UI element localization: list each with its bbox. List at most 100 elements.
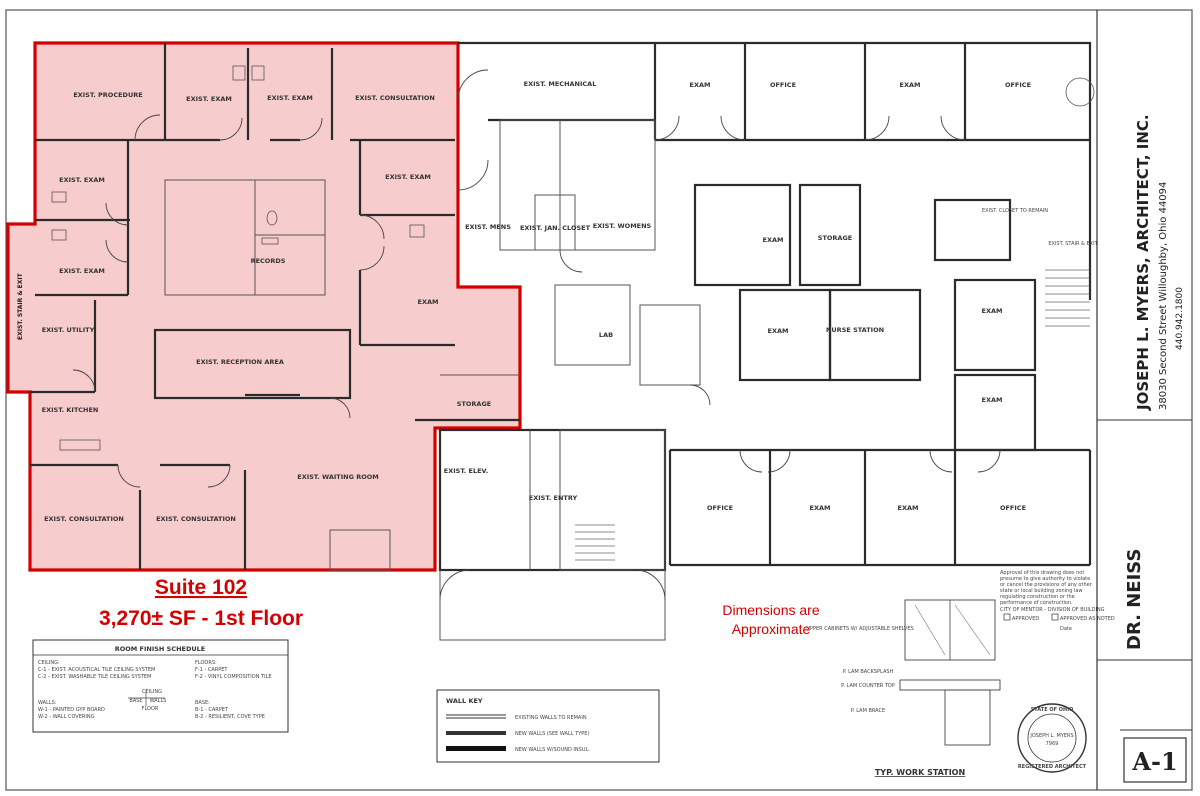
finish-key-ceiling: CEILING <box>142 689 162 695</box>
room-label-exam-a: EXIST. EXAM <box>186 95 232 103</box>
approval-date: Date <box>1060 626 1072 632</box>
finish-floors-head: FLOORS: <box>195 660 217 666</box>
finish-walls-1: W-1 - PAINTED GYP BOARD <box>38 707 105 713</box>
room-label-consultation-bl-1: EXIST. CONSULTATION <box>44 515 124 523</box>
room-label-mechanical: EXIST. MECHANICAL <box>524 80 597 88</box>
room-label-exam-c1: EXAM <box>763 236 784 244</box>
approval-line-1: Approval of this drawing does not <box>1000 570 1084 576</box>
workstation-detail: UPPER CABINETS W/ ADJUSTABLE SHELVES P. … <box>806 599 1001 777</box>
finish-ceiling-1: C-1 - EXIST. ACOUSTICAL TILE CEILING SYS… <box>38 667 155 673</box>
seal-top: STATE OF OHIO <box>1031 707 1074 713</box>
room-label-exam-right: EXIST. EXAM <box>385 173 431 181</box>
wall-key-insulated: NEW WALLS W/SOUND INSUL. <box>515 747 590 753</box>
room-label-office-top-2: OFFICE <box>1005 81 1031 89</box>
room-label-entry: EXIST. ENTRY <box>529 494 578 502</box>
seal-bottom: REGISTERED ARCHITECT <box>1018 764 1087 770</box>
room-label-exam-b1: EXAM <box>810 504 831 512</box>
room-label-exam-c2: EXAM <box>768 327 789 335</box>
room-label-lab: LAB <box>599 331 613 339</box>
room-label-mens: EXIST. MENS <box>465 223 511 231</box>
suite-highlight <box>6 41 522 572</box>
approval-line-2: presume to give authority to violate <box>1000 576 1090 582</box>
title-client: DR. NEISS <box>1124 549 1145 650</box>
finish-floors-1: F-1 - CARPET <box>195 667 228 673</box>
workstation-label-countertop: P. LAM COUNTER TOP <box>841 683 895 689</box>
room-label-reception: EXIST. RECEPTION AREA <box>196 358 284 366</box>
workstation-title: TYP. WORK STATION <box>875 768 965 777</box>
room-label-office-b1: OFFICE <box>707 504 733 512</box>
finish-walls-2: W-2 - WALL COVERING <box>38 714 95 720</box>
room-label-exam-left-1: EXIST. EXAM <box>59 176 105 184</box>
approval-line-3: or cancel the provisions of any other <box>1000 582 1093 588</box>
room-label-exam-b: EXIST. EXAM <box>267 94 313 102</box>
finish-base-1: B-1 - CARPET <box>195 707 229 713</box>
title-phone: 440.942.1800 <box>1175 287 1185 350</box>
architect-seal: STATE OF OHIO JOSEPH L. MYERS 7969 REGIS… <box>1017 703 1087 773</box>
title-sheet-number: A-1 <box>1131 747 1177 776</box>
suite-fixtures <box>51 65 425 451</box>
room-finish-schedule: ROOM FINISH SCHEDULE CEILING: C-1 - EXIS… <box>32 639 289 733</box>
room-label-exam-top-2: EXAM <box>900 81 921 89</box>
finish-key-base: BASE <box>129 698 142 704</box>
title-block: JOSEPH L. MYERS, ARCHITECT, INC. 38030 S… <box>1096 10 1192 790</box>
seal-name: JOSEPH L. MYERS <box>1029 733 1073 739</box>
finish-base-head: BASE: <box>195 700 210 706</box>
finish-ceiling-2: C-2 - EXIST. WASHABLE TILE CEILING SYSTE… <box>38 674 151 680</box>
room-label-records: RECORDS <box>251 257 286 265</box>
wall-key-title: WALL KEY <box>446 697 483 705</box>
workstation-label-backsplash: P. LAM BACKSPLASH <box>843 669 894 675</box>
room-label-nurse-station: NURSE STATION <box>826 326 884 334</box>
wall-key-new: NEW WALLS (SEE WALL TYPE) <box>515 731 589 737</box>
room-label-elev: EXIST. ELEV. <box>444 467 488 475</box>
suite-area: 3,270± SF - 1st Floor <box>99 607 303 630</box>
room-label-consultation-bl-2: EXIST. CONSULTATION <box>156 515 236 523</box>
room-label-jan-closet: EXIST. JAN. CLOSET <box>520 224 591 232</box>
title-firm: JOSEPH L. MYERS, ARCHITECT, INC. <box>1134 114 1152 411</box>
finish-walls-head: WALLS: <box>38 700 57 706</box>
drawing-border <box>5 9 1193 791</box>
wall-key-existing: EXISTING WALLS TO REMAIN <box>515 715 587 721</box>
room-label-kitchen: EXIST. KITCHEN <box>42 406 99 414</box>
finish-base-2: B-2 - RESILIENT, COVE TYPE <box>195 714 265 720</box>
workstation-label-brace: P. LAM BRACE <box>851 708 885 714</box>
suite-name: Suite 102 <box>155 576 247 599</box>
suite-doors <box>72 69 489 488</box>
building-walls <box>438 41 1095 641</box>
workstation-label-cabinets: UPPER CABINETS W/ ADJUSTABLE SHELVES <box>806 626 913 632</box>
dimensions-note-line-1: Dimensions are <box>722 602 819 618</box>
room-label-storage-c: STORAGE <box>818 234 852 242</box>
room-label-exam-r1: EXAM <box>982 307 1003 315</box>
approval-line-6: performance of construction. <box>1000 600 1073 606</box>
room-label-closet-right: EXIST. CLOSET TO REMAIN <box>982 208 1048 214</box>
room-label-office-top-1: OFFICE <box>770 81 796 89</box>
approval-city: CITY OF MENTOR - DIVISION OF BUILDING <box>1000 607 1105 613</box>
room-label-exam-top-1: EXAM <box>690 81 711 89</box>
finish-floors-2: F-2 - VINYL COMPOSITION TILE <box>195 674 272 680</box>
room-label-office-b2: OFFICE <box>1000 504 1026 512</box>
title-address: 38030 Second Street Willoughby, Ohio 440… <box>1158 182 1169 410</box>
approval-line-4: state or local building zoning law <box>1000 588 1083 594</box>
room-label-stair-left: EXIST. STAIR & EXIT <box>17 272 24 340</box>
room-label-exam-left-2: EXIST. EXAM <box>59 267 105 275</box>
room-label-exam-r2: EXAM <box>982 396 1003 404</box>
room-label-waiting: EXIST. WAITING ROOM <box>297 473 378 481</box>
dimensions-note-line-2: Approximate <box>732 621 811 637</box>
room-label-utility: EXIST. UTILITY <box>42 326 95 334</box>
wall-key: WALL KEY EXISTING WALLS TO REMAIN NEW WA… <box>436 689 660 763</box>
finish-key-walls: WALLS <box>150 698 167 704</box>
approval-line-5: regulating construction or the <box>1000 594 1075 600</box>
room-label-womens: EXIST. WOMENS <box>593 222 652 230</box>
finish-ceiling-head: CEILING: <box>38 660 60 666</box>
finish-key-floor: FLOOR <box>142 706 159 712</box>
room-label-stair-right: EXIST. STAIR & EXIT <box>1048 241 1098 247</box>
room-label-storage-suite: STORAGE <box>457 400 491 408</box>
seal-number: 7969 <box>1046 741 1059 747</box>
approval-approved: APPROVED <box>1012 616 1039 622</box>
suite-walls <box>30 43 520 571</box>
room-label-procedure: EXIST. PROCEDURE <box>73 91 142 99</box>
finish-schedule-title: ROOM FINISH SCHEDULE <box>115 645 205 653</box>
room-label-consultation-top: EXIST. CONSULTATION <box>355 94 435 102</box>
room-label-exam-b2: EXAM <box>898 504 919 512</box>
approval-stamp: Approval of this drawing does not presum… <box>1000 570 1115 632</box>
